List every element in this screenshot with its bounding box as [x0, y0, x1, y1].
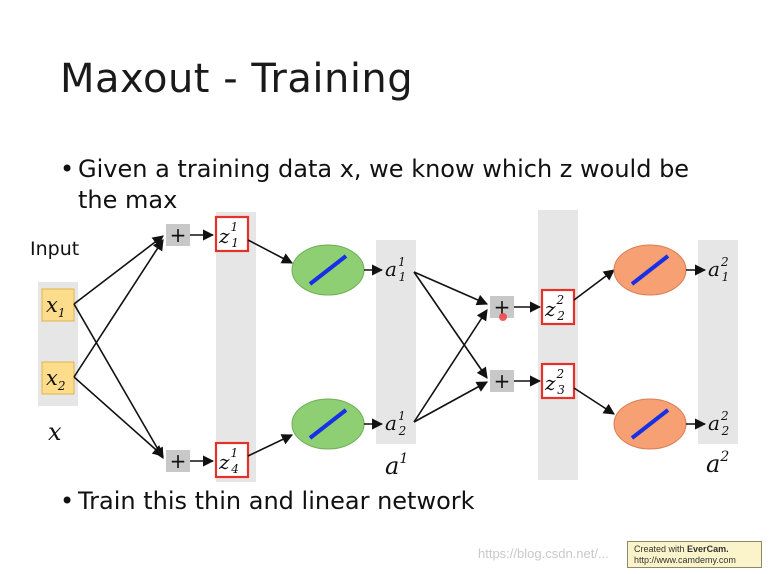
- layer2-plus-bottom-symbol: +: [494, 369, 511, 393]
- plus-to-z-arrows-1: [190, 229, 215, 467]
- layer2-group-label: a2: [706, 449, 729, 478]
- z-to-neuron-arrows-1: [247, 239, 294, 457]
- bullet-text-line-1: Given a training data x, we know which z…: [78, 155, 690, 183]
- neuron-to-a-arrows-1: [364, 264, 384, 430]
- layer1-plus-top: [166, 224, 190, 246]
- z3-2-box: [540, 362, 576, 400]
- layer1-plus-bottom: [166, 450, 190, 472]
- evercam-line-1: Created with EverCam.: [634, 544, 761, 555]
- mouse-cursor-indicator: [499, 313, 507, 321]
- neuron-to-a-arrows-2: [686, 264, 707, 430]
- input-box-x2: [41, 361, 75, 395]
- layer1-plus-top-symbol: +: [170, 223, 187, 247]
- input-x2: x2: [46, 366, 65, 393]
- evercam-url: http://www.camdemy.com: [634, 555, 736, 565]
- evercam-brand: EverCam.: [687, 544, 729, 554]
- input-box-x1: [41, 288, 75, 322]
- z2-2-box: [540, 288, 576, 326]
- plus-to-z-arrows-2: [514, 301, 542, 387]
- slide-title: Maxout - Training: [60, 56, 414, 102]
- layer1-plus-bottom-symbol: +: [170, 449, 187, 473]
- bullet-given-training-data: • Given a training data x, we know which…: [60, 154, 720, 216]
- linear-activation-icon: [308, 408, 348, 440]
- input-label: Input: [30, 238, 79, 260]
- bullet-text: Train this thin and linear network: [78, 487, 475, 515]
- linear-activation-icon: [630, 408, 670, 440]
- z-to-neuron-arrows-2: [573, 269, 615, 415]
- input-connections: [73, 235, 164, 459]
- layer2-z-column: [538, 210, 578, 480]
- layer1-group-label: a1: [385, 451, 408, 480]
- bullet-dot: •: [60, 155, 75, 183]
- linear-activation-icon: [308, 254, 348, 286]
- evercam-prefix: Created with: [634, 544, 685, 554]
- layer2-plus-top: [490, 296, 514, 318]
- z1-1-box: [214, 215, 250, 253]
- watermark-url: https://blog.csdn.net/...: [478, 546, 609, 561]
- bullet-dot: •: [60, 487, 75, 515]
- input-group-label: x: [48, 418, 62, 446]
- layer2-plus-bottom: [490, 370, 514, 392]
- layer1-z-column: [216, 212, 256, 482]
- layer2-plus-top-symbol: +: [494, 295, 511, 319]
- a-to-plus-arrows-2: [413, 271, 489, 423]
- bullet-train-thin-network: • Train this thin and linear network: [60, 486, 660, 517]
- evercam-badge: Created with EverCam. http://www.camdemy…: [627, 541, 762, 568]
- bullet-text-line-2: the max: [78, 186, 178, 214]
- input-x1: x1: [46, 293, 65, 320]
- z4-1-box: [214, 441, 250, 479]
- linear-activation-icon: [630, 254, 670, 286]
